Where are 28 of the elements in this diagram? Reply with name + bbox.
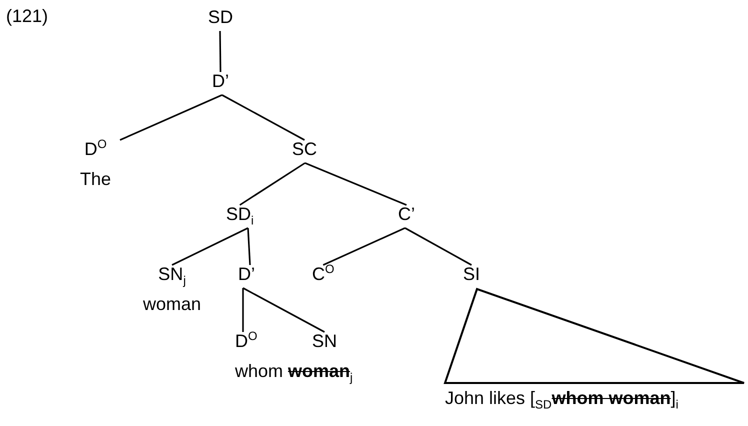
category-label: SC — [292, 138, 318, 160]
category-label: SD — [208, 6, 234, 28]
phrase-label: John likes [$_{SD}$whom woman]$_{i}$ — [445, 387, 678, 409]
branch-line — [219, 30, 222, 72]
category-label: C’ — [398, 203, 415, 225]
branch-line — [242, 288, 244, 332]
category-label: SN$_{j}$ — [158, 263, 186, 285]
category-label: D$^{O}$ — [84, 138, 107, 160]
branch-line — [242, 287, 325, 333]
category-label: SN — [312, 330, 338, 352]
example-number: (121) — [6, 6, 48, 27]
branch-line — [120, 94, 222, 141]
category-label: D’ — [212, 70, 229, 92]
category-label: D$^{O}$ — [235, 330, 258, 352]
branch-line — [404, 227, 472, 266]
branch-line — [322, 227, 406, 266]
branch-line — [172, 227, 248, 266]
branch-line — [304, 162, 407, 206]
word-label: woman — [143, 293, 202, 315]
category-label: SD$_{i}$ — [226, 203, 254, 225]
word-label: The — [80, 168, 112, 190]
branch-line — [239, 162, 306, 206]
word-label: whom woman$_{j}$ — [235, 360, 353, 382]
branch-line — [247, 228, 251, 266]
category-label: D’ — [238, 263, 255, 285]
category-label: C$^{O}$ — [312, 263, 334, 285]
branch-line — [222, 94, 305, 141]
category-label: SI — [463, 263, 480, 285]
